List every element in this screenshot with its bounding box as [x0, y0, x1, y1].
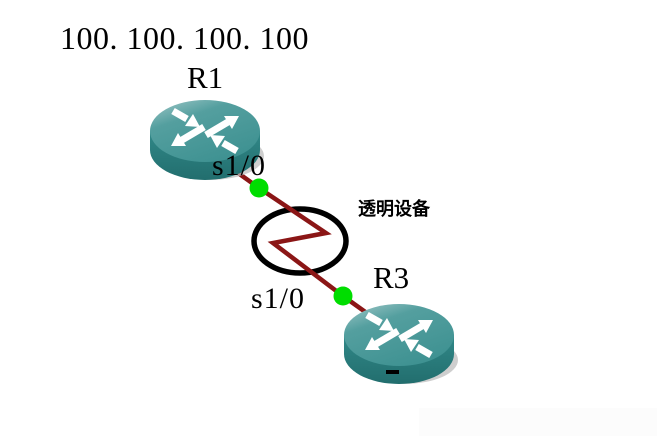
label-anchor-mark: [386, 370, 399, 374]
router-r3-icon[interactable]: [344, 304, 458, 384]
watermark-strip: [419, 408, 657, 436]
cloud-device-label: 透明设备: [358, 199, 430, 220]
serial-link-line[interactable]: [204, 148, 401, 338]
ip-note-label: 100. 100. 100. 100: [60, 20, 309, 56]
link-status-dot-r1: [249, 178, 269, 198]
transparent-device-cloud[interactable]: [251, 206, 349, 276]
interface-label-r3-s1-0: s1/0: [251, 282, 306, 315]
link-status-dot-r3: [333, 286, 353, 306]
interface-label-r1-s1-0: s1/0: [212, 149, 267, 182]
router-r3-label: R3: [373, 260, 410, 295]
router-r1-label: R1: [187, 60, 224, 95]
